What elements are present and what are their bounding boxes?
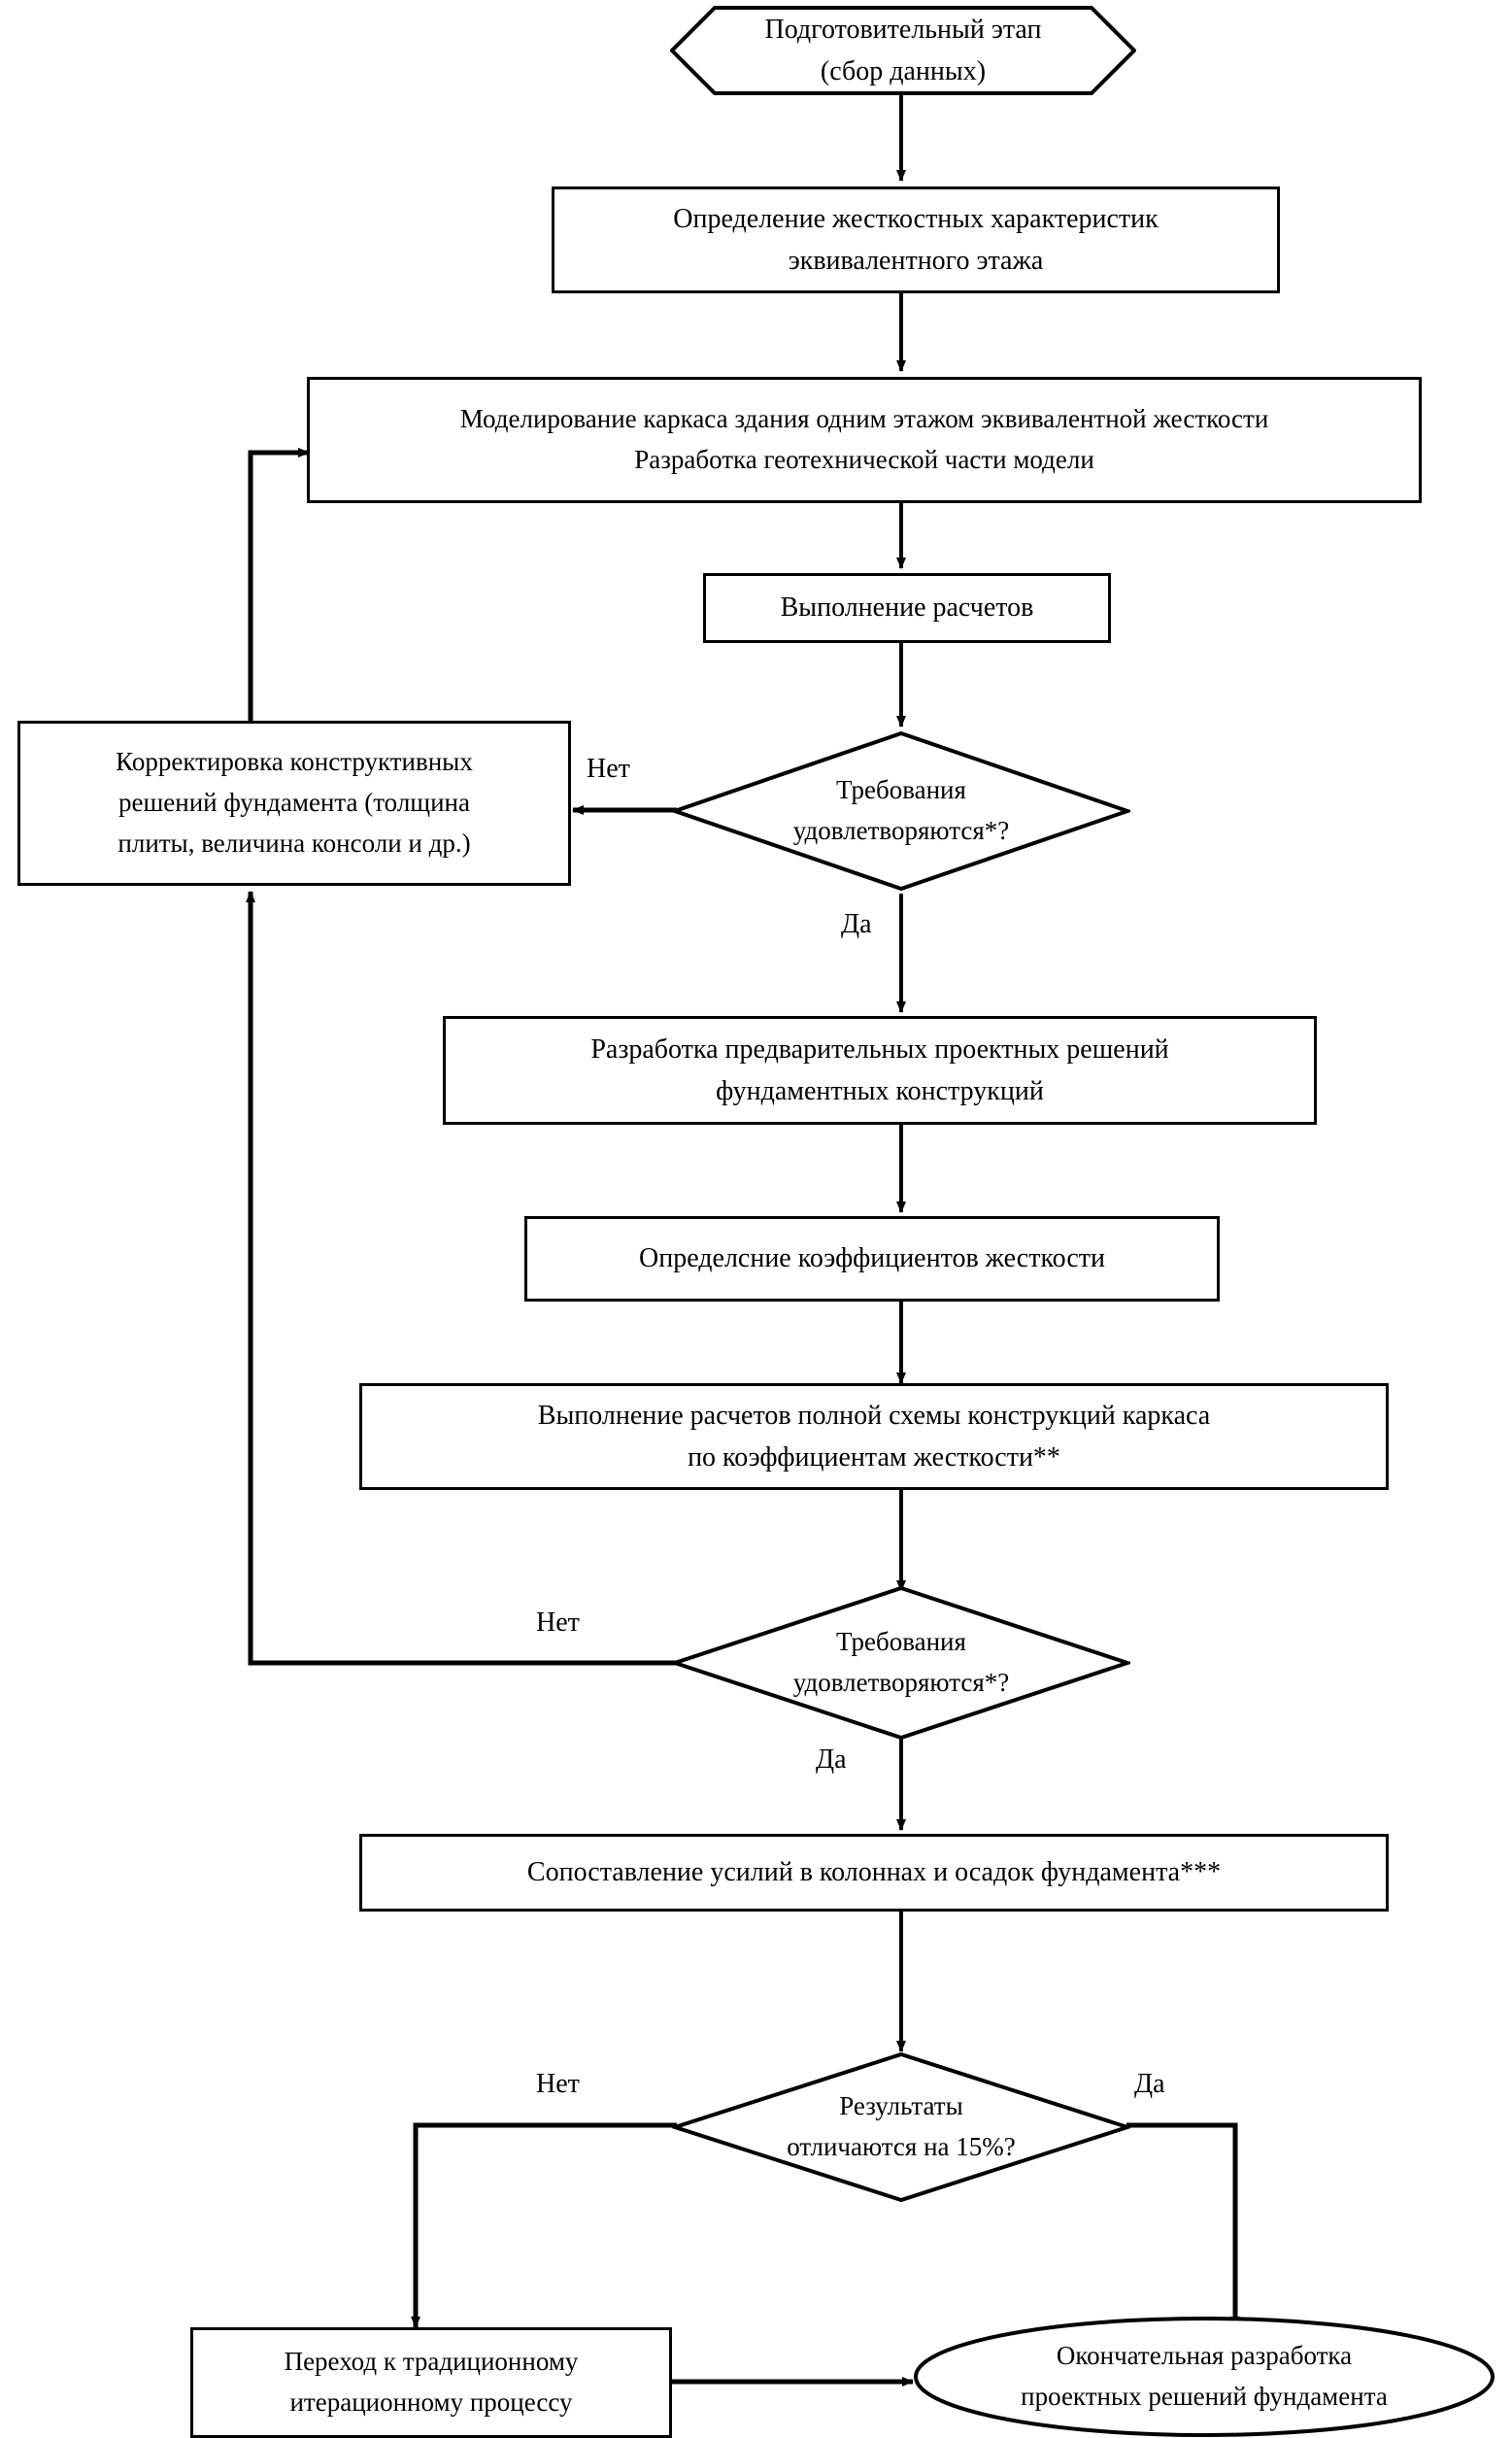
node-modeling-label: Моделирование каркаса здания одним этажо… [459, 404, 1269, 474]
node-preparation-label: Подготовительный этап (сбор данных) [764, 14, 1042, 86]
node-calculations-label: Выполнение расчетов [780, 593, 1034, 624]
node-traditional-process-label: Переход к традиционному итерационному пр… [284, 2347, 579, 2417]
edge-label-no-1: Нет [587, 754, 630, 784]
node-requirements-1-label: Требования удовлетворяются*? [792, 775, 1010, 845]
edge-label-yes-2: Да [816, 1744, 847, 1775]
node-modeling[interactable]: Моделирование каркаса здания одним этажо… [307, 377, 1422, 503]
edge-label-no-2: Нет [536, 1608, 580, 1638]
node-comparison-label: Сопоставление усилий в колоннах и осадок… [526, 1857, 1222, 1888]
node-results-differ-label: Результаты отличаются на 15%? [787, 2091, 1016, 2161]
node-results-differ[interactable]: Результаты отличаются на 15%? [672, 2051, 1130, 2203]
hexagon-shape [670, 6, 1136, 95]
node-full-scheme-calc[interactable]: Выполнение расчетов полной схемы констру… [359, 1383, 1389, 1490]
node-requirements-1[interactable]: Требования удовлетворяются*? [672, 730, 1130, 892]
node-stiffness-coefficients-label: Определсние коэффициентов жесткости [639, 1243, 1105, 1274]
node-correction[interactable]: Корректировка конструктивных решений фун… [17, 721, 571, 886]
node-requirements-2-label: Требования удовлетворяются*? [792, 1627, 1010, 1697]
edge-label-yes-3: Да [1134, 2069, 1165, 2099]
node-stiffness-characteristics[interactable]: Определение жесткостных характеристик эк… [552, 186, 1280, 293]
node-correction-label: Корректировка конструктивных решений фун… [116, 747, 473, 858]
node-comparison[interactable]: Сопоставление усилий в колоннах и осадок… [359, 1834, 1389, 1912]
ellipse-shape [914, 2317, 1495, 2437]
node-stiffness-coefficients[interactable]: Определсние коэффициентов жесткости [524, 1216, 1220, 1302]
diamond-shape [672, 730, 1130, 892]
edge-label-no-3: Нет [536, 2069, 580, 2099]
node-final-design-label: Окончательная разработка проектных решен… [1021, 2341, 1388, 2411]
node-final-design[interactable]: Окончательная разработка проектных решен… [913, 2316, 1495, 2438]
node-traditional-process[interactable]: Переход к традиционному итерационному пр… [190, 2327, 672, 2438]
node-preparation[interactable]: Подготовительный этап (сбор данных) [670, 6, 1136, 95]
node-calculations[interactable]: Выполнение расчетов [703, 573, 1111, 643]
node-requirements-2[interactable]: Требования удовлетворяются*? [672, 1585, 1130, 1741]
edge-label-yes-1: Да [841, 909, 872, 939]
node-preliminary-design[interactable]: Разработка предварительных проектных реш… [443, 1016, 1317, 1125]
node-full-scheme-calc-label: Выполнение расчетов полной схемы констру… [537, 1400, 1211, 1473]
node-stiffness-characteristics-label: Определение жесткостных характеристик эк… [673, 203, 1159, 276]
diamond-shape [672, 2051, 1130, 2203]
diamond-shape [672, 1585, 1130, 1741]
node-preliminary-design-label: Разработка предварительных проектных реш… [590, 1033, 1169, 1106]
